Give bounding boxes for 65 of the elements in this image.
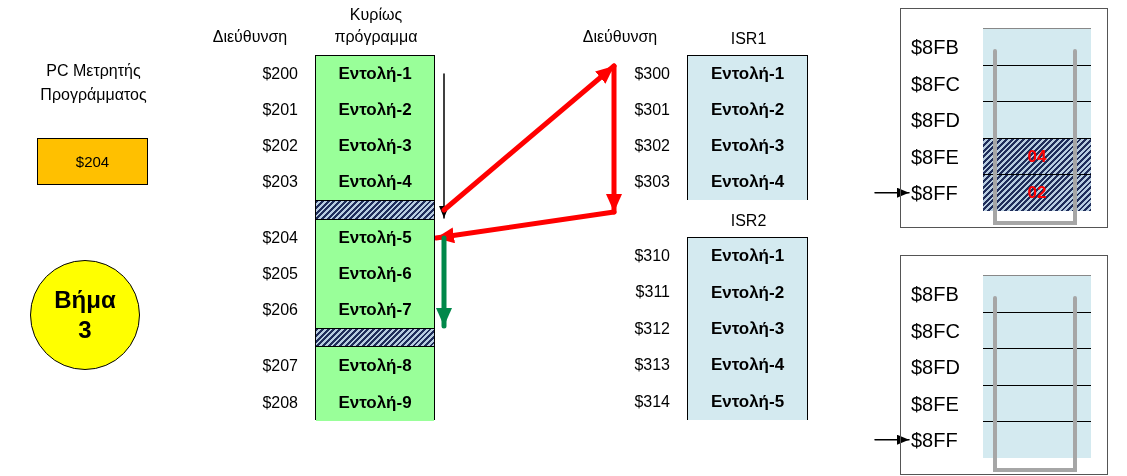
instruction-label: Εντολή-3 [710, 136, 785, 156]
stack-address: $8FE [911, 391, 960, 417]
instruction-label: Εντολή-2 [710, 282, 785, 303]
stack-frame [900, 8, 1108, 228]
instruction-label: Εντολή-4 [710, 172, 785, 192]
register-value: $204 [75, 153, 110, 170]
column-label: Διεύθυνση [211, 28, 289, 46]
address-label: $301 [633, 100, 670, 120]
flow-arrow [433, 209, 617, 244]
step-label: Βήμα 3 [53, 285, 117, 345]
instruction-label: Εντολή-5 [710, 391, 785, 412]
instruction-label: Εντολή-4 [338, 172, 412, 192]
instruction-label: Εντολή-5 [338, 228, 412, 248]
stack-address: $8FD [911, 355, 961, 381]
stack-address: $8FD [911, 108, 961, 134]
instruction-label: Εντολή-1 [710, 64, 785, 84]
column-label: Διεύθυνση [581, 28, 659, 46]
stack-address: $8FE [911, 144, 960, 170]
instruction-label: Εντολή-1 [710, 246, 785, 267]
address-label: $208 [261, 393, 298, 413]
address-label: $311 [634, 282, 670, 303]
flow-arrow [441, 63, 617, 213]
column-heading: Κυρίως πρόγραμμα [333, 5, 419, 47]
stack-address: $8FC [911, 71, 961, 97]
address-label: $303 [633, 172, 670, 192]
pointer-arrow [874, 434, 910, 445]
stack-address: $8FF [911, 181, 959, 207]
address-label: $207 [261, 356, 298, 376]
instruction-label: Εντολή-8 [338, 355, 412, 376]
address-label: $314 [633, 391, 670, 412]
address-label: $200 [261, 64, 298, 84]
column-heading: ISR2 [729, 211, 768, 231]
stack-address: $8FB [911, 35, 960, 60]
address-label: $202 [261, 136, 298, 156]
address-label: $300 [633, 64, 670, 84]
address-label: $204 [261, 228, 298, 248]
instruction-label: Εντολή-2 [338, 100, 412, 120]
stack-frame [900, 255, 1108, 475]
stack-address: $8FC [911, 318, 961, 344]
address-label: $205 [261, 264, 298, 284]
instruction-label: Εντολή-7 [338, 300, 412, 320]
address-label: $313 [633, 355, 670, 376]
address-label: $302 [633, 136, 670, 156]
instruction-label: Εντολή-4 [710, 355, 785, 376]
address-label: $310 [633, 246, 670, 266]
register-caption: PC Μετρητής Προγράμματος [39, 61, 148, 105]
instruction-label: Εντολή-3 [710, 319, 785, 339]
instruction-label: Εντολή-3 [338, 136, 412, 156]
flow-arrow [606, 63, 622, 215]
pointer-arrow [874, 187, 910, 198]
stack-address: $8FF [911, 428, 959, 454]
instruction-label: Εντολή-9 [338, 392, 412, 413]
instruction-label: Εντολή-1 [338, 64, 412, 84]
instruction-label: Εντολή-2 [710, 100, 785, 120]
interrupt-gap [316, 328, 434, 347]
stack-address: $8FB [911, 282, 960, 307]
address-label: $203 [261, 172, 298, 192]
flow-arrow [439, 73, 449, 219]
address-label: $201 [261, 100, 298, 120]
flow-arrow [436, 235, 452, 329]
interrupt-gap [316, 200, 434, 220]
column-heading: ISR1 [729, 29, 768, 49]
address-label: $206 [261, 300, 298, 320]
address-label: $312 [633, 318, 670, 339]
instruction-label: Εντολή-6 [338, 264, 412, 284]
